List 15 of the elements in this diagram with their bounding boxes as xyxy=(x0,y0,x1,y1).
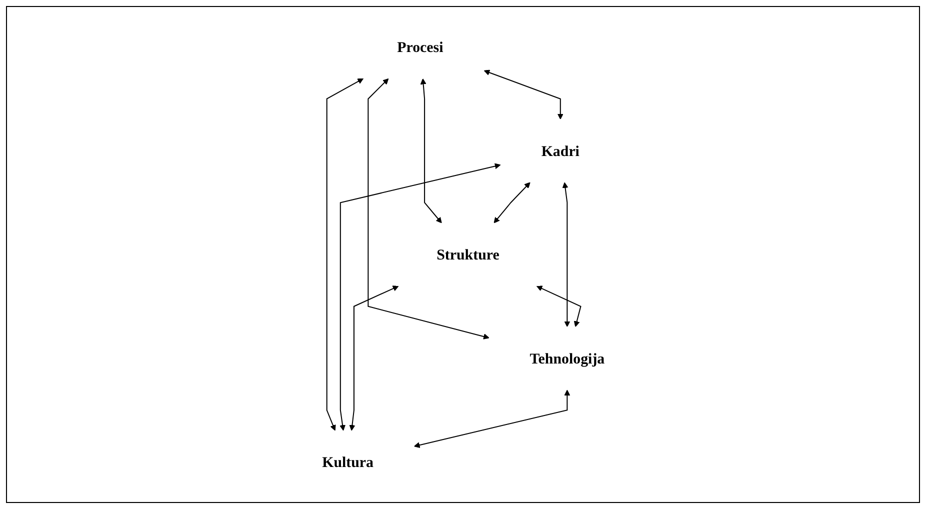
arrow xyxy=(326,78,364,431)
arrow xyxy=(339,163,500,431)
arrow xyxy=(420,78,442,224)
node-text: Kadri xyxy=(540,142,580,160)
node-text: Kultura xyxy=(322,454,374,470)
arrow xyxy=(562,182,570,327)
arrow xyxy=(414,390,570,448)
arrow xyxy=(484,70,563,120)
arrow xyxy=(493,182,530,224)
arrow xyxy=(348,286,398,431)
node-text: Strukture xyxy=(436,246,499,263)
node-text: Procesi xyxy=(396,38,443,56)
node-text: Tehnologija xyxy=(529,350,604,367)
arrow xyxy=(536,286,581,327)
arrow xyxy=(367,78,489,340)
